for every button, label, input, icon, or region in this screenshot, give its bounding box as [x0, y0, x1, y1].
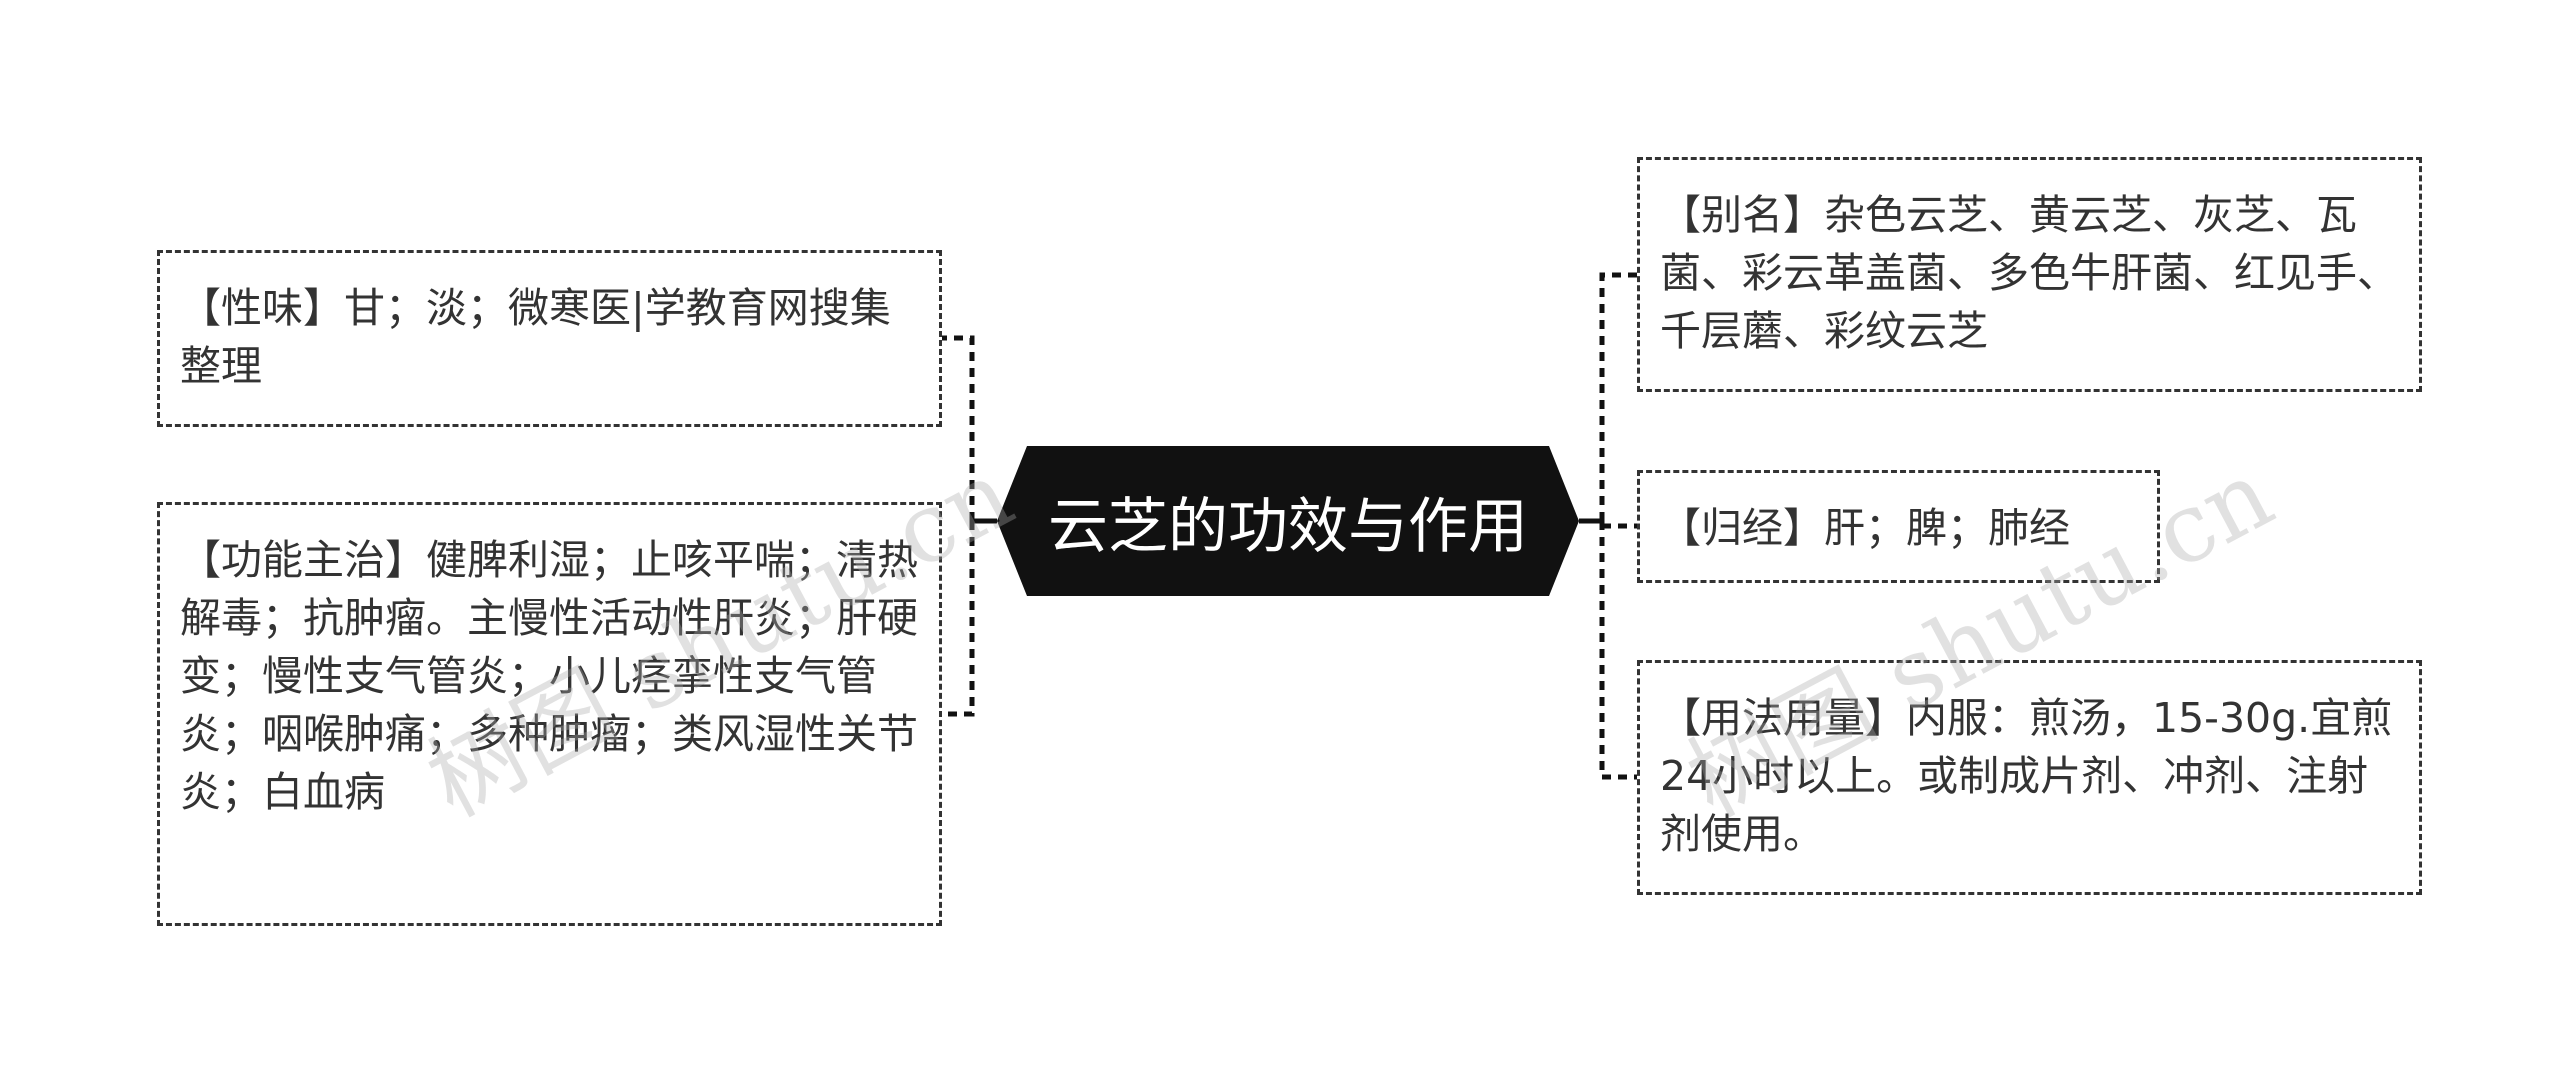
node-yongfa-text: 【用法用量】内服：煎汤，15-30g.宜煎24小时以上。或制成片剂、冲剂、注射剂…: [1660, 694, 2393, 858]
connector-right-bieming: [1599, 272, 1637, 521]
node-yongfa-yongliang[interactable]: 【用法用量】内服：煎汤，15-30g.宜煎24小时以上。或制成片剂、冲剂、注射剂…: [1637, 660, 2422, 895]
node-guijing[interactable]: 【归经】肝；脾；肺经: [1637, 470, 2160, 583]
connector-right-yongfa: [1599, 521, 1637, 780]
connector-left-gongneng: [942, 521, 975, 717]
central-topic-node[interactable]: 云芝的功效与作用: [997, 446, 1579, 596]
node-xingwei[interactable]: 【性味】甘；淡；微寒医|学教育网搜集整理: [157, 250, 942, 427]
node-gongneng-zhuzhi[interactable]: 【功能主治】健脾利湿；止咳平喘；清热解毒；抗肿瘤。主慢性活动性肝炎；肝硬变；慢性…: [157, 502, 942, 926]
connector-left-xingwei: [942, 335, 975, 521]
node-guijing-text: 【归经】肝；脾；肺经: [1660, 504, 2070, 552]
node-xingwei-text: 【性味】甘；淡；微寒医|学教育网搜集整理: [180, 284, 891, 390]
node-gongneng-text: 【功能主治】健脾利湿；止咳平喘；清热解毒；抗肿瘤。主慢性活动性肝炎；肝硬变；慢性…: [180, 536, 918, 816]
central-topic-label: 云芝的功效与作用: [1048, 491, 1528, 562]
node-bieming-text: 【别名】杂色云芝、黄云芝、灰芝、瓦菌、彩云革盖菌、多色牛肝菌、红见手、千层蘑、彩…: [1660, 191, 2398, 355]
hexagon-shape: [997, 446, 1579, 596]
node-bieming[interactable]: 【别名】杂色云芝、黄云芝、灰芝、瓦菌、彩云革盖菌、多色牛肝菌、红见手、千层蘑、彩…: [1637, 157, 2422, 392]
